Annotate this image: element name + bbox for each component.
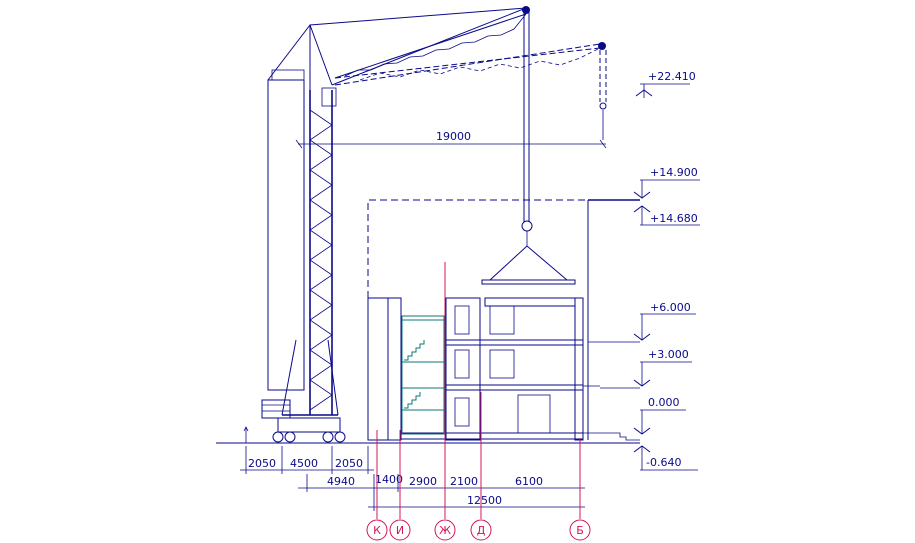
jib-lacing: [344, 13, 527, 77]
alt-hook-icon: [599, 102, 607, 110]
tower-crane: [261, 6, 607, 443]
wall-right: [574, 297, 584, 441]
stair-flight: [404, 340, 425, 361]
jib-lower-chord: [334, 13, 527, 79]
jib-alt-lower: [334, 47, 601, 79]
window: [454, 305, 470, 335]
dim-span-k-i: 1400: [375, 473, 403, 486]
dim-base-left: 2050: [248, 457, 276, 470]
jib-alt-lacing: [359, 47, 601, 81]
elev-ground: 0.000: [648, 396, 680, 409]
sling: [489, 245, 568, 281]
axis-bubble-b: [569, 519, 591, 541]
slab-level-1: [445, 384, 584, 391]
slewing-unit: [321, 87, 337, 107]
building-future-outline: [367, 199, 588, 298]
axis-label-b: Б: [576, 524, 584, 537]
hook-block-icon: [521, 220, 533, 232]
dim-span-i-zh: 2900: [409, 475, 437, 488]
portal-strut-left: [281, 339, 297, 416]
door-opening: [517, 394, 551, 434]
suspended-panel: [481, 279, 576, 285]
dim-crane-to-axis: 4940: [327, 475, 355, 488]
grid-axes: К И Ж Д Б: [366, 262, 591, 541]
dimension-lines: 19000 2050 4500 2050 4940 1400 2900 2100…: [240, 130, 607, 511]
jib-alt-tip-pulley: [598, 42, 606, 50]
window: [454, 397, 470, 427]
elev-floor-upper: +6.000: [650, 301, 691, 314]
portal-strut-right: [327, 339, 339, 416]
elev-floor-mid: +3.000: [648, 348, 689, 361]
axis-label-zh: Ж: [439, 524, 451, 537]
operator-cab: [271, 69, 305, 81]
wheel-left-2: [284, 431, 296, 443]
building-section: [367, 199, 640, 441]
wheel-left: [272, 431, 284, 443]
dim-span-d-b: 6100: [515, 475, 543, 488]
undercarriage: [277, 417, 341, 433]
wheel-right-2: [334, 431, 346, 443]
axis-bubble-zh: [434, 519, 456, 541]
wheel-right: [322, 431, 334, 443]
stair-flight: [404, 392, 421, 409]
tower-head-frame: [267, 23, 333, 86]
axis-label-d: Д: [477, 524, 486, 537]
elev-basement: -0.640: [646, 456, 681, 469]
elev-hook-top: +22.410: [648, 70, 696, 83]
wall-left: [367, 297, 402, 441]
dim-tick: [599, 139, 607, 149]
dim-base-right: 2050: [335, 457, 363, 470]
axis-bubble-i: [389, 519, 411, 541]
window: [489, 305, 515, 335]
axis-bubble-d: [470, 519, 492, 541]
mast-lacing: [309, 109, 333, 411]
entrance-steps: [583, 432, 640, 441]
dim-total: 12500: [467, 494, 502, 507]
elev-building-top-lower: +14.680: [650, 212, 698, 225]
dim-tick: [295, 139, 303, 149]
axis-label-k: К: [373, 524, 381, 537]
elev-building-top-upper: +14.900: [650, 166, 698, 179]
dim-jib-reach: 19000: [436, 130, 471, 143]
elevation-marks: +22.410 +14.900 +14.680 +6.000 +3.000 0.…: [243, 70, 700, 471]
ballast-column: [267, 79, 305, 391]
dim-base-mid: 4500: [290, 457, 318, 470]
window: [454, 349, 470, 379]
ground-tick-arrow-icon: [243, 426, 249, 432]
dim-span-zh-d: 2100: [450, 475, 478, 488]
ballast-blocks: [261, 399, 291, 419]
slab-level-2: [445, 339, 584, 346]
jib-tie: [309, 7, 527, 26]
axis-bubble-k: [366, 519, 388, 541]
axis-label-i: И: [396, 524, 404, 537]
stair-core: [401, 315, 445, 435]
window: [489, 349, 515, 379]
roof-slab-right: [484, 297, 576, 307]
wall-mid: [445, 297, 481, 441]
